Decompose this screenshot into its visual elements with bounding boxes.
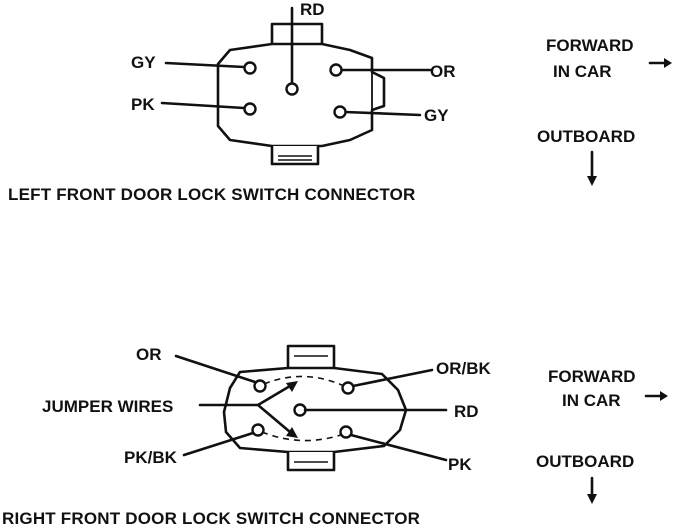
outboard-label-bottom: OUTBOARD (536, 452, 634, 471)
right-label-pk: PK (448, 455, 472, 474)
left-connector-caption: LEFT FRONT DOOR LOCK SWITCH CONNECTOR (8, 185, 416, 204)
orientation-top: FORWARD IN CAR OUTBOARD (537, 36, 672, 186)
left-label-gy-lower: GY (424, 106, 449, 125)
right-wire-pk-bk (182, 431, 255, 457)
right-label-rd: RD (454, 402, 479, 421)
right-label-or-bk: OR/BK (436, 359, 492, 378)
left-pin-rd (285, 82, 299, 96)
left-label-gy-upper: GY (131, 53, 156, 72)
right-wire-or (174, 354, 257, 384)
right-pin-pk (339, 425, 353, 439)
forward-label-line2-bottom: IN CAR (562, 391, 621, 410)
left-label-pk: PK (131, 95, 155, 114)
orientation-bottom: FORWARD IN CAR OUTBOARD (536, 367, 668, 504)
forward-arrow-icon (648, 58, 672, 68)
outboard-label: OUTBOARD (537, 127, 635, 146)
forward-label-line1-bottom: FORWARD (548, 367, 636, 386)
right-pin-or-bk (341, 381, 355, 395)
left-wire-gy-upper (164, 61, 246, 69)
right-connector-bottom-tab (286, 452, 336, 472)
left-pin-pk (243, 102, 257, 116)
right-connector: OR JUMPER WIRES PK/BK OR/BK RD PK RIGHT … (2, 344, 492, 528)
forward-label-line2: IN CAR (553, 62, 612, 81)
right-connector-caption: RIGHT FRONT DOOR LOCK SWITCH CONNECTOR (2, 509, 420, 528)
left-wire-pk (160, 101, 246, 110)
outboard-arrow-icon (587, 150, 597, 186)
jumper-wires-pointer (198, 381, 298, 438)
forward-arrow-icon-bottom (644, 391, 668, 401)
right-pin-pk-bk (251, 423, 265, 437)
left-pin-gy-upper (243, 61, 257, 75)
left-wire-gy-lower (343, 110, 422, 117)
right-label-jumper-wires: JUMPER WIRES (42, 397, 173, 416)
left-connector-housing (216, 42, 386, 148)
left-connector: RD GY PK OR GY LEFT FRONT DOOR LOCK SWIT… (8, 0, 456, 204)
left-label-rd: RD (300, 0, 325, 19)
right-label-pk-bk: PK/BK (124, 448, 178, 467)
left-pin-or (329, 63, 343, 77)
forward-label-line1: FORWARD (546, 36, 634, 55)
right-wire-pk (349, 433, 448, 462)
outboard-arrow-icon-bottom (587, 476, 597, 504)
left-pin-gy-lower (333, 105, 347, 119)
left-connector-bottom-tab (270, 146, 320, 166)
right-label-or: OR (136, 345, 162, 364)
right-wire-or-bk (351, 368, 434, 388)
right-connector-top-tab (286, 344, 336, 368)
left-label-or: OR (430, 62, 456, 81)
right-pin-or (253, 379, 267, 393)
left-connector-top-tab (270, 22, 324, 44)
